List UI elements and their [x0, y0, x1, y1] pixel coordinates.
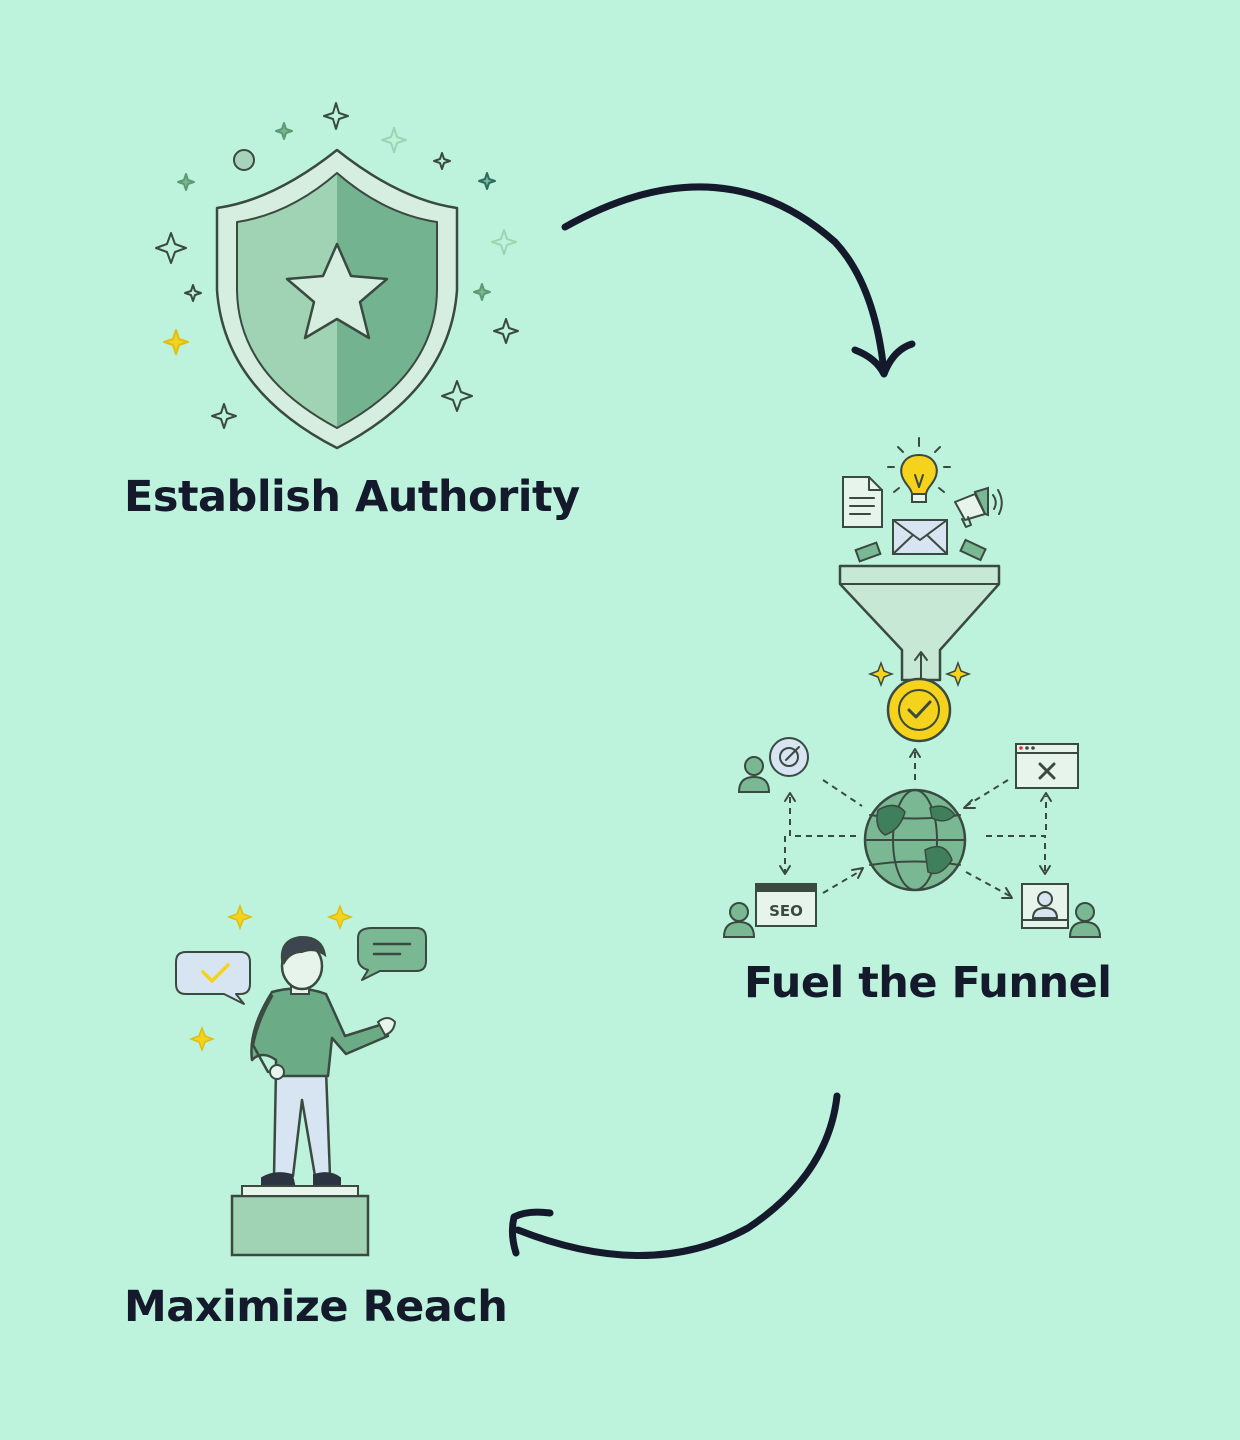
seo-badge-text: SEO — [769, 902, 803, 920]
arrow-funnel-to-reach — [508, 1092, 841, 1259]
browser-window-icon — [1015, 743, 1079, 789]
step-label-establish-authority: Establish Authority — [124, 472, 580, 522]
check-speech-bubble-icon — [175, 951, 251, 1005]
envelope-icon — [892, 519, 948, 555]
globe-icon — [863, 788, 967, 892]
check-coin-icon — [886, 677, 952, 743]
step-label-maximize-reach: Maximize Reach — [124, 1282, 508, 1332]
document-icon — [842, 476, 883, 528]
marketing-funnel-icon: SEO — [722, 437, 1102, 938]
video-call-icon — [1021, 883, 1102, 938]
sparkles-decoration — [155, 102, 519, 429]
arrow-authority-to-funnel — [561, 183, 916, 378]
person-on-podium-icon — [175, 903, 427, 1257]
seo-window-icon: SEO — [722, 883, 817, 938]
lightbulb-icon — [887, 437, 951, 503]
step-label-fuel-the-funnel: Fuel the Funnel — [744, 958, 1112, 1008]
network-connectors — [779, 779, 1052, 899]
message-speech-bubble-icon — [357, 927, 427, 981]
megaphone-icon — [954, 486, 1003, 528]
user-target-icon — [737, 737, 809, 793]
shield-star-icon — [215, 148, 459, 450]
